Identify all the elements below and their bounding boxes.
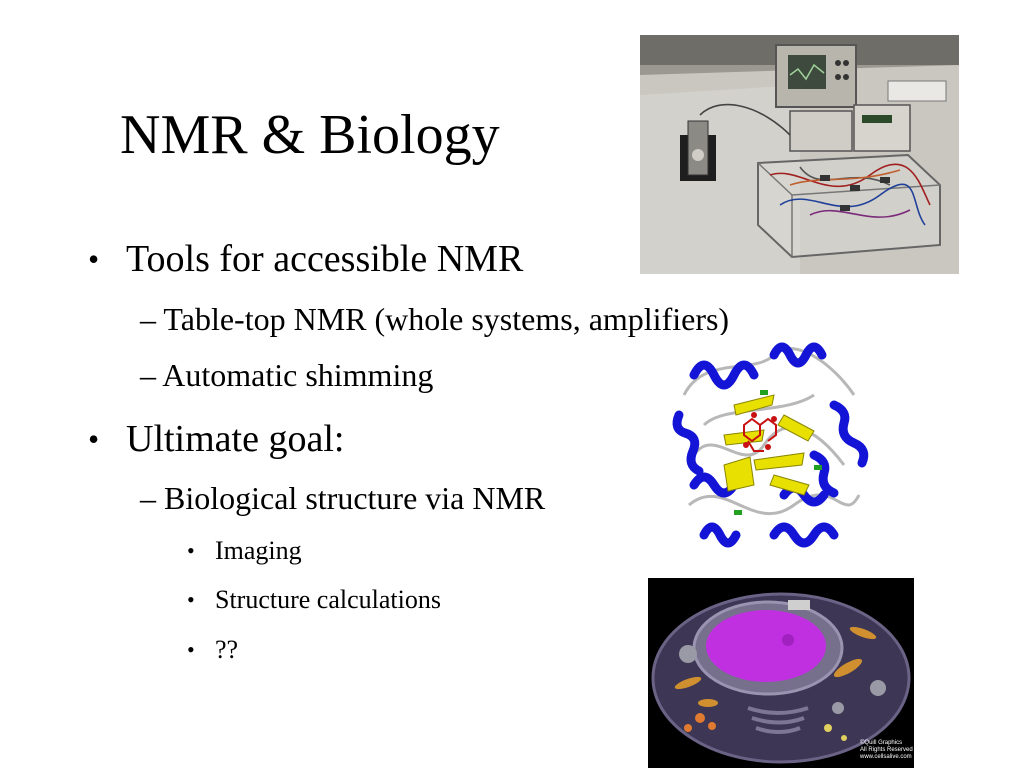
bullet-glyph: •: [187, 637, 195, 662]
bullet-tools: • Tools for accessible NMR: [88, 237, 524, 281]
bullet-glyph: •: [88, 421, 100, 457]
bullet-text: Structure calculations: [215, 585, 441, 614]
bullet-glyph: •: [88, 241, 100, 277]
sub-bullet-shimming: – Automatic shimming: [140, 357, 434, 393]
slide-title: NMR & Biology: [120, 104, 500, 166]
cell-credit-line-1: ©Quill Graphics: [860, 739, 902, 746]
subsub-bullet-imaging: • Imaging: [187, 535, 302, 567]
cell-credit-line-2: All Rights Reserved: [860, 747, 913, 753]
cell-illustration: ©Quill Graphics All Rights Reserved www.…: [648, 578, 914, 768]
sub-bullet-structure: – Biological structure via NMR: [140, 480, 546, 516]
bullet-goal: • Ultimate goal:: [88, 417, 345, 461]
equipment-photo: [640, 35, 959, 274]
subsub-bullet-unknown: • ??: [187, 634, 239, 666]
bullet-glyph: •: [187, 538, 195, 563]
bullet-text: ??: [215, 635, 239, 664]
bullet-text: Tools for accessible NMR: [126, 238, 524, 280]
sub-bullet-table-top: – Table-top NMR (whole systems, amplifie…: [140, 301, 730, 337]
bullet-text: Ultimate goal:: [126, 418, 345, 460]
bullet-text: Imaging: [215, 536, 302, 565]
bullet-glyph: •: [187, 587, 195, 612]
protein-ribbon-image: [664, 335, 870, 575]
cell-credit-line-3: www.cellsalive.com: [859, 754, 912, 760]
subsub-bullet-calculations: • Structure calculations: [187, 584, 441, 616]
